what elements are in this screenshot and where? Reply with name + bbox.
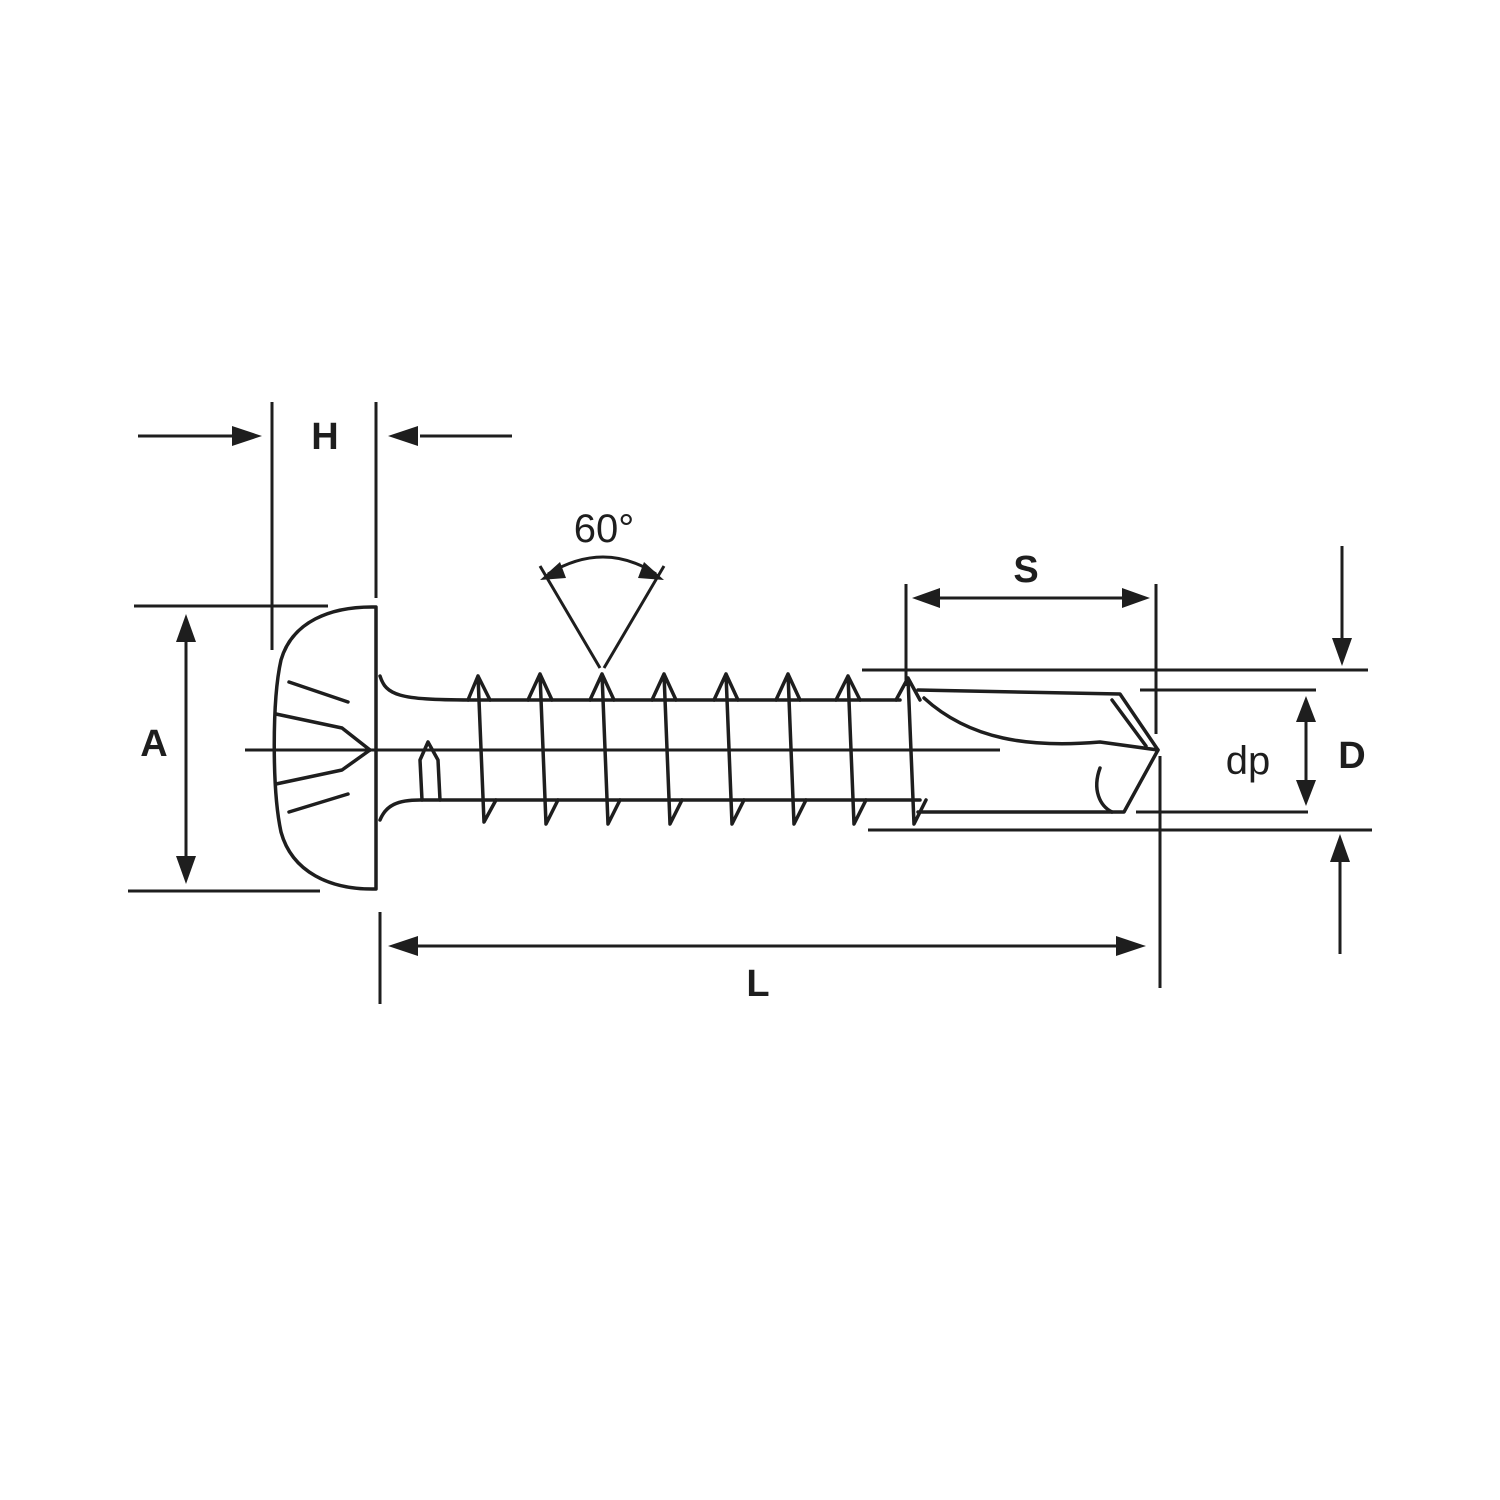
dimension-head-height: H: [138, 402, 512, 650]
label-l: L: [746, 963, 769, 1005]
screw-head: [272, 605, 378, 891]
dimension-point-diameter: dp: [1136, 688, 1316, 814]
label-d: D: [1338, 735, 1365, 777]
label-angle: 60°: [574, 507, 635, 551]
head-recess: [274, 680, 372, 814]
screw-neck: [378, 674, 902, 702]
drill-flute: [922, 696, 1160, 752]
label-s: S: [1013, 549, 1038, 591]
label-a: A: [140, 723, 167, 765]
dimension-length: L: [378, 756, 1162, 1005]
thread-crests: [418, 672, 928, 826]
label-dp: dp: [1226, 739, 1271, 783]
dimension-head-diameter: A: [128, 604, 328, 893]
dimension-thread-diameter: D: [862, 546, 1372, 954]
dimension-drill-length: S: [904, 549, 1158, 734]
screw-outline: [245, 605, 1160, 891]
label-h: H: [311, 416, 338, 458]
dimension-thread-angle: 60°: [538, 507, 666, 669]
